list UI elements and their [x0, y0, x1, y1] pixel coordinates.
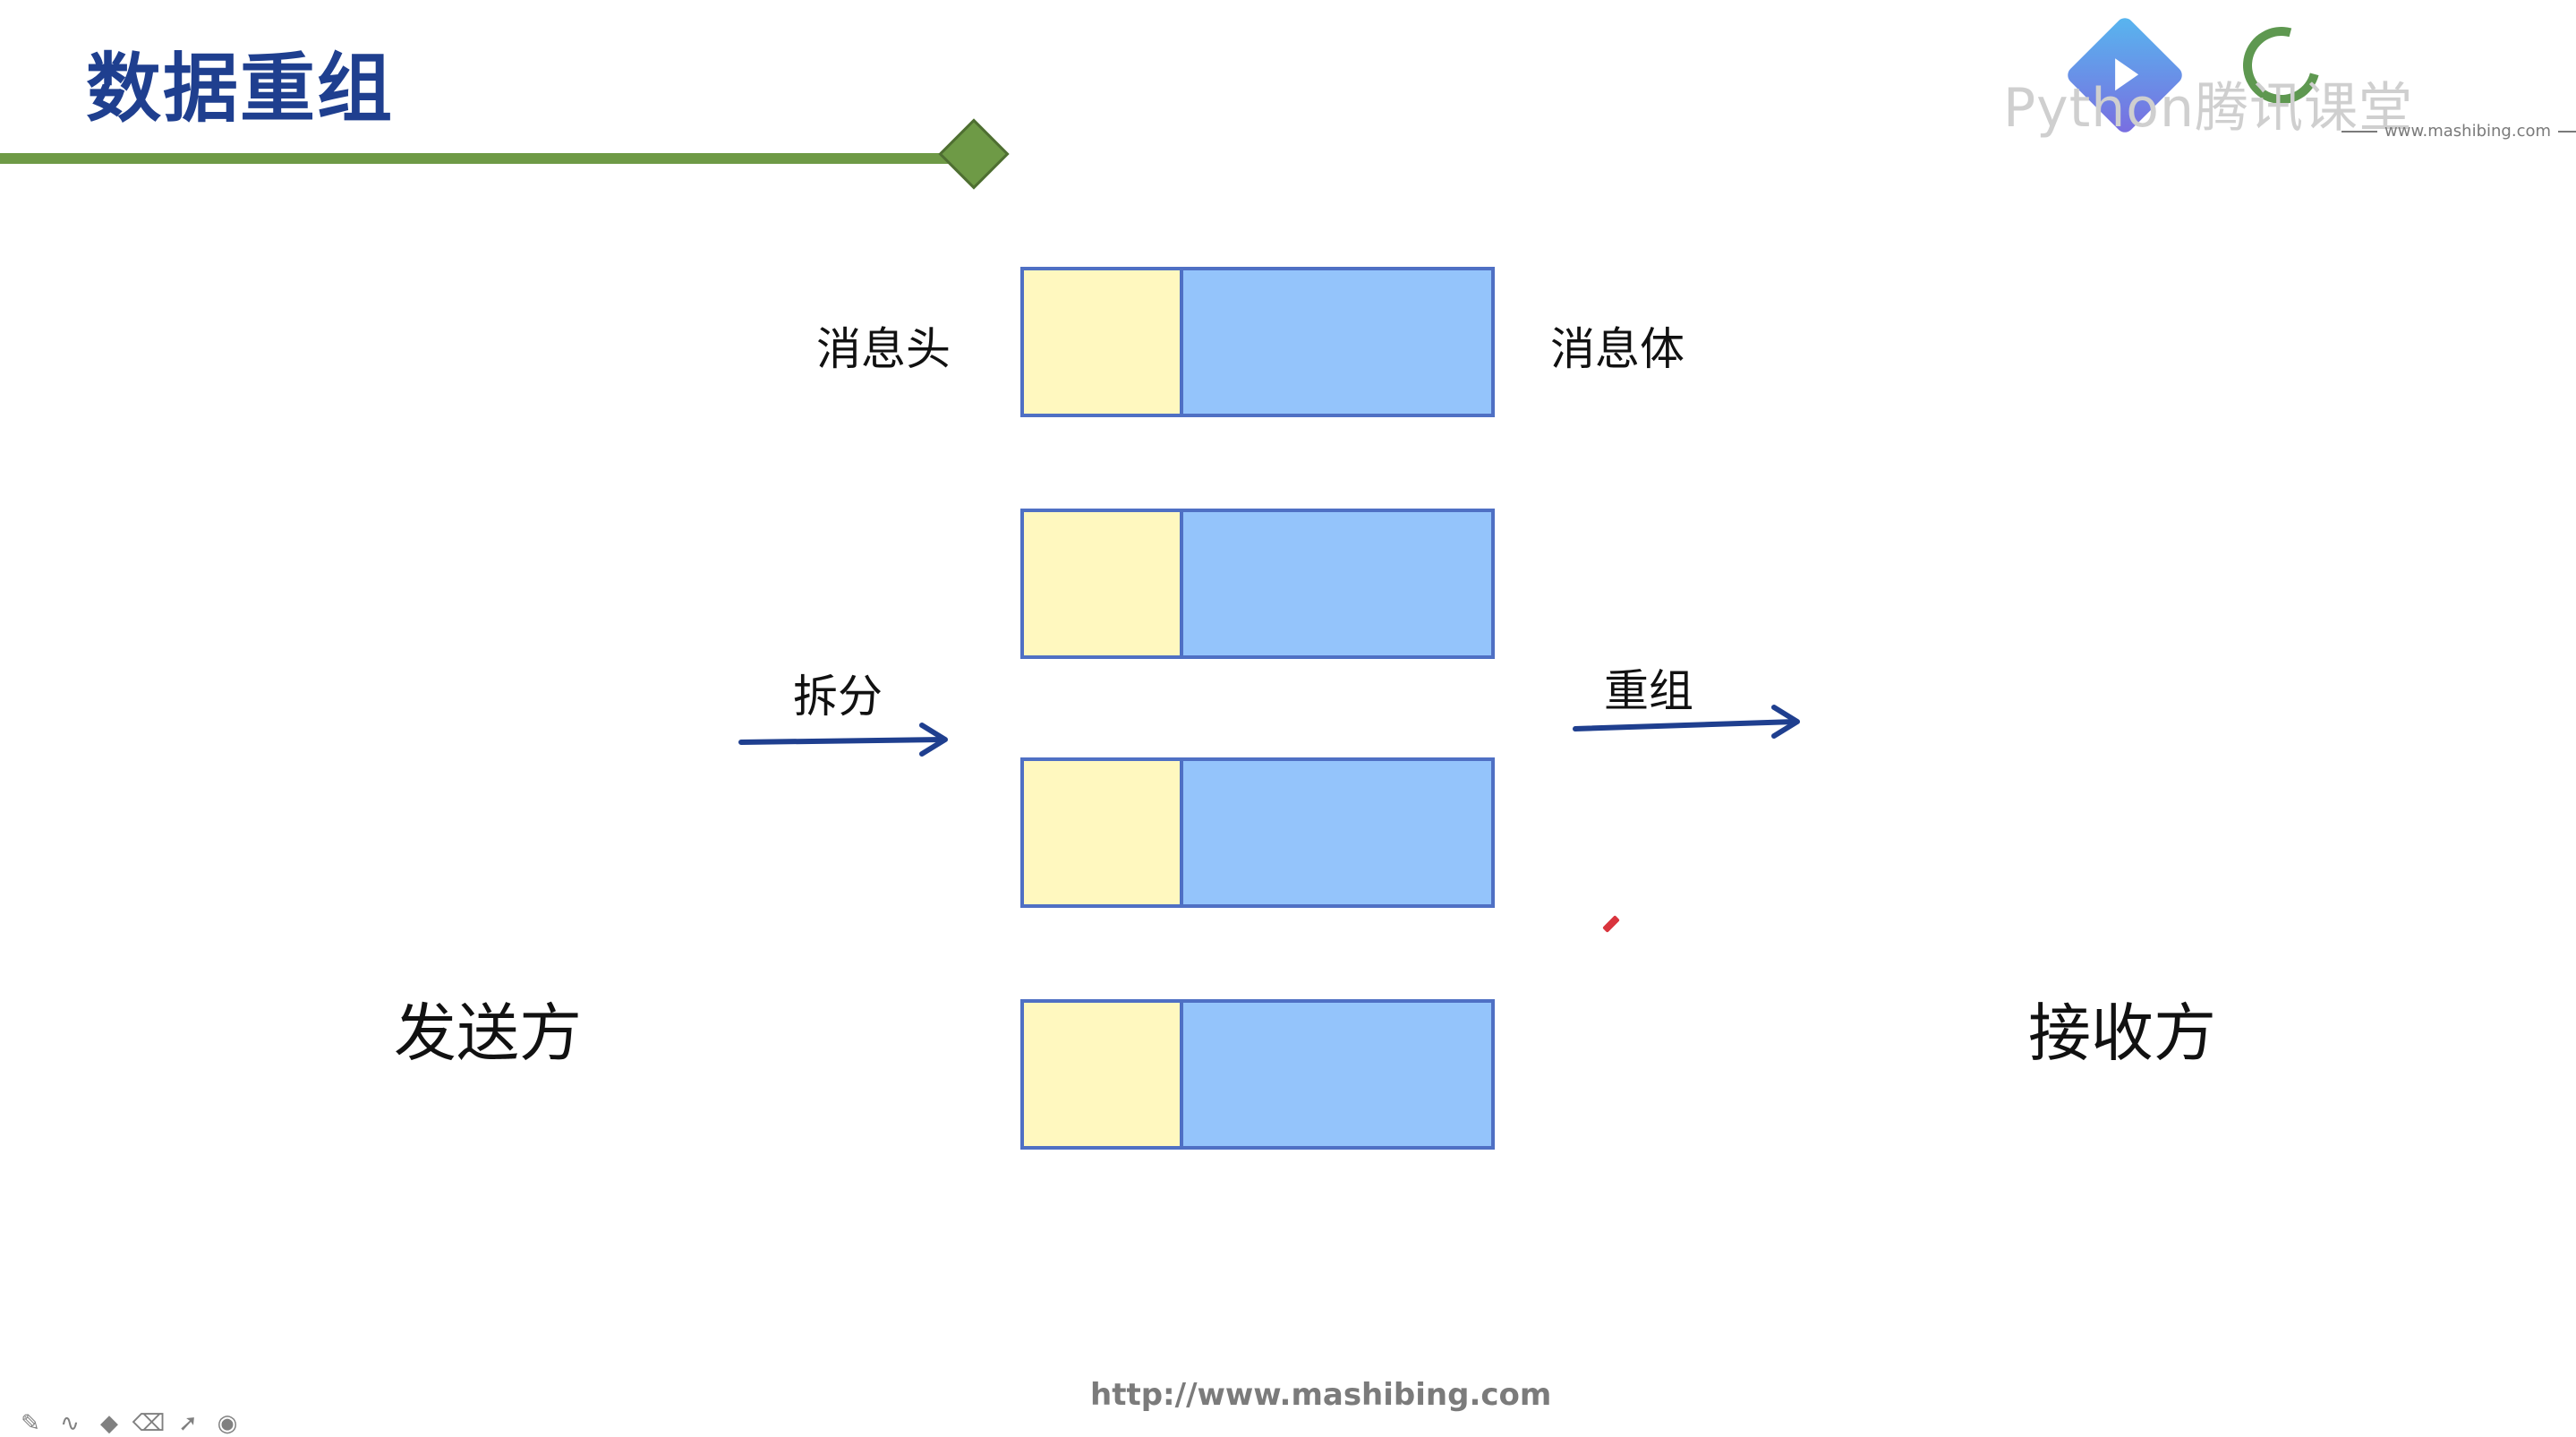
- split-arrow-icon: [738, 723, 948, 757]
- packet-4: [1020, 999, 1495, 1150]
- packet-body-block: [1183, 1003, 1491, 1146]
- packet-header-block: [1024, 761, 1183, 904]
- footer-url: http://www.mashibing.com: [1090, 1377, 1552, 1413]
- eraser-icon[interactable]: ⌫: [132, 1410, 166, 1437]
- logo: Python腾讯课堂 www.mashibing.com: [2003, 13, 2558, 154]
- reassemble-label: 重组: [1604, 665, 1693, 717]
- pen-cursor-icon: [1602, 915, 1620, 933]
- packet-3: [1020, 757, 1495, 908]
- packet-2: [1020, 509, 1495, 659]
- pointer-icon[interactable]: ➚: [178, 1410, 198, 1437]
- packet-header-block: [1024, 270, 1183, 414]
- title-rule: [0, 153, 949, 164]
- highlighter-icon[interactable]: ◆: [100, 1410, 118, 1437]
- pen-icon[interactable]: ✎: [21, 1410, 40, 1437]
- receiver-label: 接收方: [2028, 996, 2216, 1070]
- annotation-toolbar: ✎ ∿ ◆ ⌫ ➚ ◉: [18, 1411, 240, 1436]
- logo-url: www.mashibing.com: [2334, 122, 2576, 141]
- curve-icon[interactable]: ∿: [60, 1410, 80, 1437]
- title-diamond-icon: [938, 118, 1010, 190]
- message-body-label: 消息体: [1550, 323, 1685, 375]
- packet-body-block: [1183, 270, 1491, 414]
- slide-title: 数据重组: [86, 45, 395, 133]
- packet-body-block: [1183, 512, 1491, 655]
- split-label: 拆分: [793, 671, 883, 723]
- packet-header-block: [1024, 1003, 1183, 1146]
- sender-label: 发送方: [394, 996, 582, 1070]
- packet-1: [1020, 267, 1495, 417]
- packet-body-block: [1183, 761, 1491, 904]
- record-icon[interactable]: ◉: [217, 1410, 238, 1437]
- packet-header-block: [1024, 512, 1183, 655]
- message-header-label: 消息头: [816, 323, 951, 375]
- reassemble-arrow-icon: [1573, 705, 1800, 739]
